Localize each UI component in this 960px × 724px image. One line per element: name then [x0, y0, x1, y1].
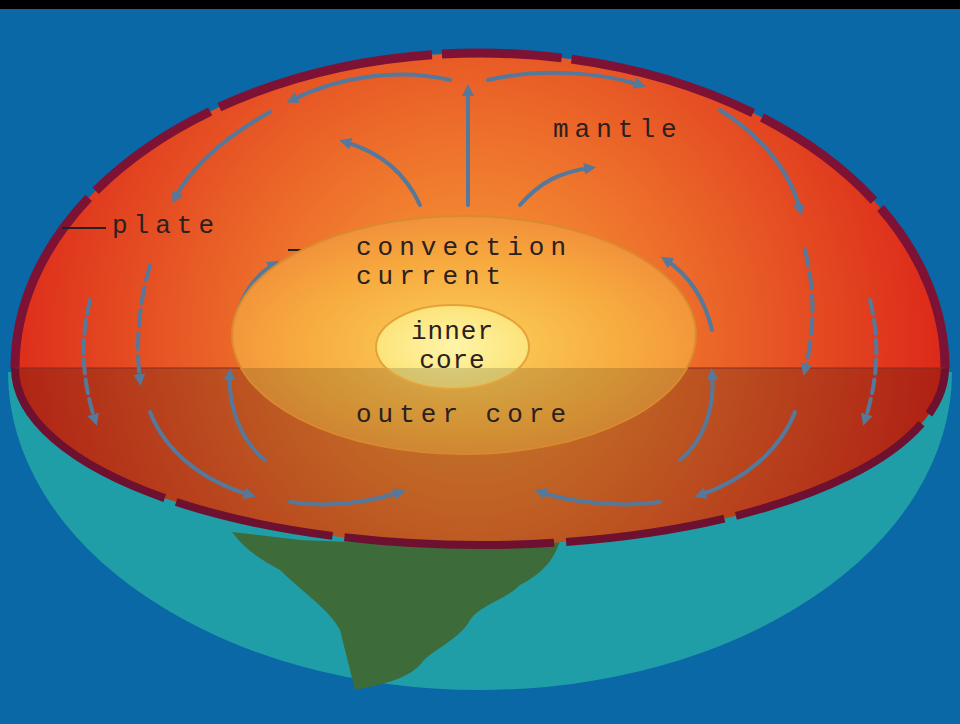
- convection-arrows: [84, 73, 877, 505]
- inner-core-fill: [376, 305, 529, 389]
- leader-line: [62, 227, 106, 229]
- cut-shade: [15, 368, 945, 545]
- inner-core: inner core: [375, 304, 530, 390]
- cut-shade: [231, 368, 697, 455]
- outer-core-border: [232, 216, 696, 454]
- plate-rim: [15, 368, 945, 545]
- layer-label: mantle: [553, 116, 683, 145]
- inner-core-border: [376, 305, 529, 389]
- process-label: convection current: [356, 234, 596, 291]
- outer-core-fill: [232, 216, 696, 454]
- text-group: inner core: [403, 318, 503, 375]
- mantle-cut-face: [15, 368, 945, 545]
- core-label: inner core: [403, 318, 503, 375]
- top-strip: [0, 0, 960, 9]
- continent: [232, 532, 560, 690]
- core-label: outer core: [231, 401, 697, 430]
- part-label: plate: [112, 212, 220, 241]
- text-group: outer core: [231, 401, 697, 430]
